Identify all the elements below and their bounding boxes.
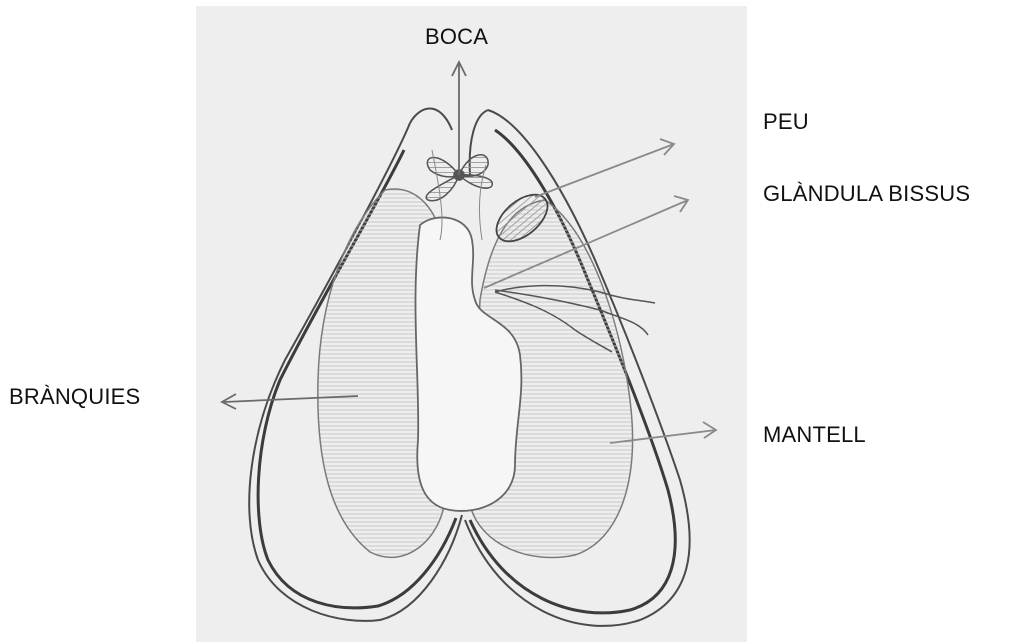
label-mantell: MANTELL xyxy=(763,424,866,446)
label-branquies: BRÀNQUIES xyxy=(9,386,140,408)
label-peu: PEU xyxy=(763,111,809,133)
label-boca: BOCA xyxy=(425,26,488,48)
label-glandula-bissus: GLÀNDULA BISSUS xyxy=(763,183,970,205)
